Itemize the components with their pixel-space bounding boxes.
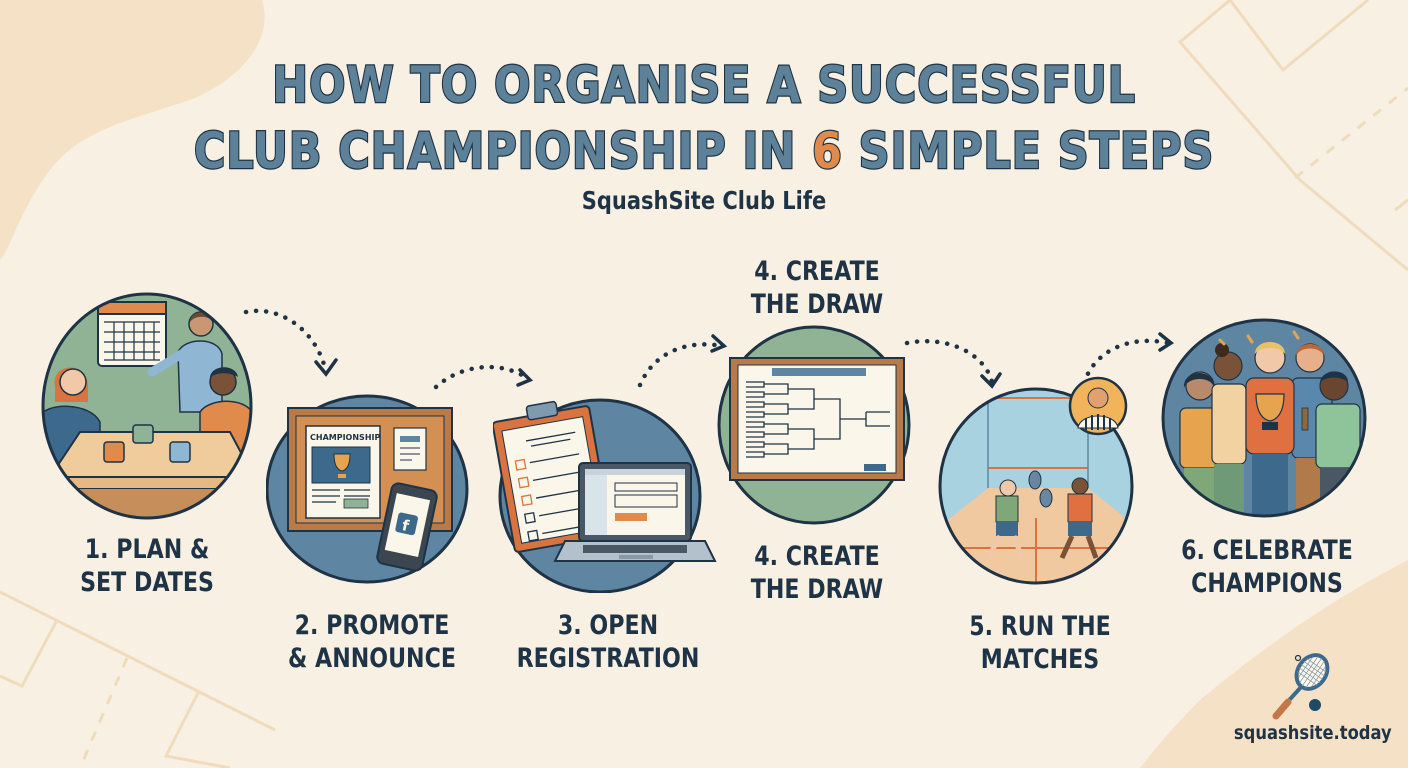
step-4-line-2: THE DRAW bbox=[750, 574, 884, 605]
step-1-illustration bbox=[40, 292, 254, 520]
step-2-label: 2. PROMOTE & ANNOUNCE bbox=[285, 609, 459, 675]
subtitle: SquashSite Club Life bbox=[581, 186, 827, 215]
step-5-line-1: 5. RUN THE bbox=[969, 611, 1111, 642]
step-2-illustration: CHAMPIONSHIP f bbox=[266, 394, 472, 584]
planning-meeting-icon bbox=[41, 292, 253, 520]
step-6-line-2: CHAMPIONS bbox=[1191, 568, 1343, 599]
tournament-bracket-icon bbox=[717, 325, 911, 525]
step-3-line-2: REGISTRATION bbox=[516, 643, 700, 674]
step-6-illustration bbox=[1160, 318, 1368, 522]
step-5-line-2: MATCHES bbox=[980, 644, 1100, 675]
step-1-line-2: SET DATES bbox=[80, 567, 214, 598]
squash-match-icon bbox=[938, 376, 1134, 585]
step-3-line-1: 3. OPEN bbox=[557, 610, 659, 641]
title-line-1: HOW TO ORGANISE A SUCCESSFUL bbox=[271, 55, 1136, 116]
step-2-line-2: & ANNOUNCE bbox=[288, 643, 456, 674]
title-line-2-prefix: CLUB CHAMPIONSHIP IN bbox=[193, 121, 813, 182]
step-4-top-label: 4. CREATE THE DRAW bbox=[731, 255, 903, 321]
step-3-illustration bbox=[493, 393, 723, 593]
title-step-count: 6 bbox=[811, 121, 843, 182]
step-6-label: 6. CELEBRATE CHAMPIONS bbox=[1173, 534, 1362, 600]
arrow-5-to-6 bbox=[1081, 338, 1171, 386]
footer-url: squashsite.today bbox=[1233, 722, 1392, 744]
step-6-line-1: 6. CELEBRATE bbox=[1181, 535, 1353, 566]
step-5-label: 5. RUN THE MATCHES bbox=[955, 610, 1126, 676]
poster-heading: CHAMPIONSHIP bbox=[310, 433, 380, 442]
step-4-illustration bbox=[716, 324, 912, 526]
step-4-top-line-2: THE DRAW bbox=[750, 289, 884, 320]
step-1-line-1: 1. PLAN & bbox=[84, 534, 210, 565]
facebook-icon: f bbox=[400, 516, 411, 535]
step-4-top-line-1: 4. CREATE bbox=[754, 256, 880, 287]
step-1-label: 1. PLAN & SET DATES bbox=[59, 533, 234, 599]
noticeboard-phone-icon: CHAMPIONSHIP f bbox=[266, 394, 469, 584]
registration-form-icon bbox=[493, 398, 717, 593]
step-2-line-1: 2. PROMOTE bbox=[294, 610, 450, 641]
title-line-2-suffix: SIMPLE STEPS bbox=[842, 121, 1215, 182]
celebration-trophy-icon bbox=[1161, 318, 1367, 518]
arrow-1-to-2 bbox=[243, 308, 328, 371]
step-4-line-1: 4. CREATE bbox=[754, 541, 880, 572]
squash-racket-ball-icon bbox=[1268, 650, 1344, 725]
title-line-2: CLUB CHAMPIONSHIP IN 6 SIMPLE STEPS bbox=[99, 118, 1310, 184]
step-3-label: 3. OPEN REGISTRATION bbox=[513, 609, 703, 675]
arrow-3-to-4 bbox=[637, 342, 725, 388]
page-title: HOW TO ORGANISE A SUCCESSFUL CLUB CHAMPI… bbox=[99, 52, 1310, 184]
arrow-2-to-3 bbox=[433, 364, 530, 390]
step-4-label: 4. CREATE THE DRAW bbox=[731, 540, 903, 606]
step-5-illustration bbox=[938, 368, 1138, 586]
